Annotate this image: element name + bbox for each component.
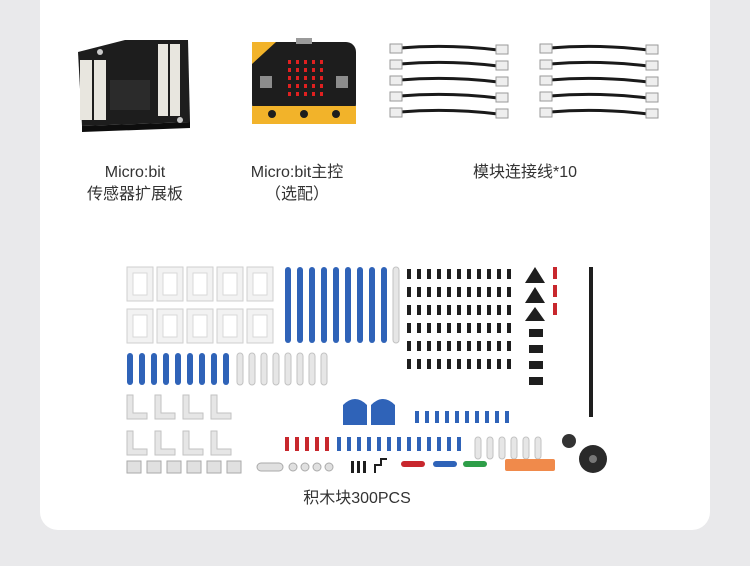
expansion-board-label-line1: Micro:bit: [104, 164, 166, 181]
cable-label: 模块连接线*10: [440, 162, 610, 184]
microbit-label: Micro:bit主控 （选配）: [212, 162, 382, 206]
cable-bundle-image: [389, 43, 659, 119]
cable-label-line1: 模块连接线*10: [472, 164, 578, 181]
microbit-label-line2: （选配）: [264, 186, 329, 203]
expansion-board-label: Micro:bit 传感器扩展板: [50, 162, 220, 206]
expansion-board-label-line2: 传感器扩展板: [86, 186, 183, 203]
building-blocks-image: [126, 266, 607, 474]
microbit-board-image: [252, 38, 356, 124]
building-blocks-label-line1: 积木块300PCS: [303, 490, 411, 507]
expansion-board-image: [78, 40, 190, 132]
building-blocks-label: 积木块300PCS: [272, 488, 442, 510]
microbit-label-line1: Micro:bit主控: [250, 164, 344, 181]
